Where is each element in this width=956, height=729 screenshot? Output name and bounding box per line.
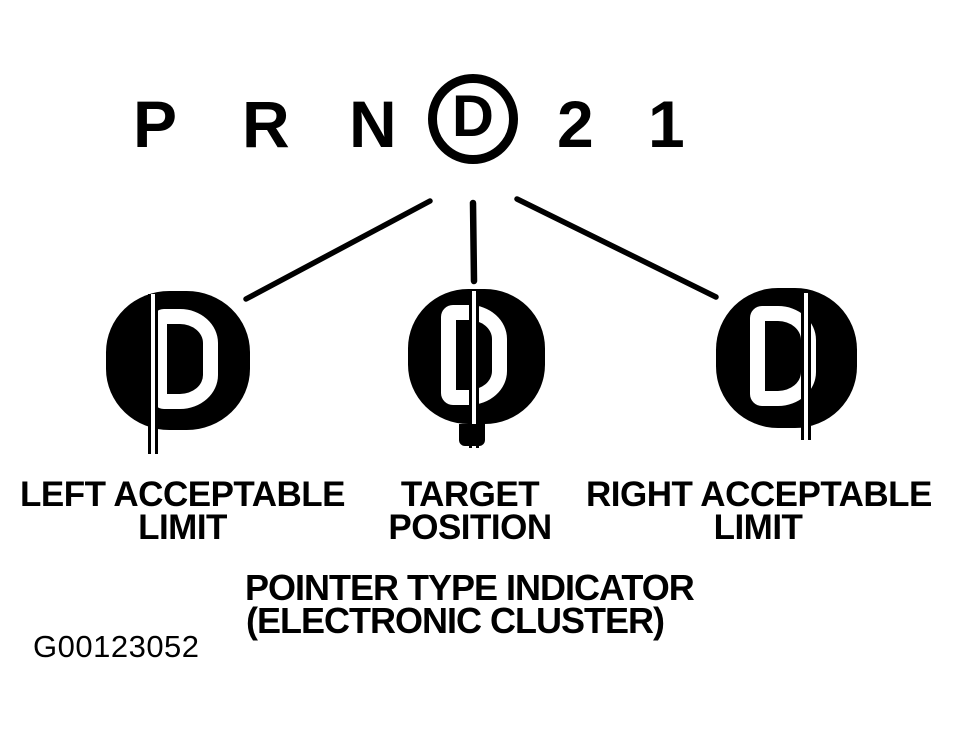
label-left-line2: LIMIT bbox=[138, 508, 227, 547]
leader-line-center bbox=[469, 199, 478, 285]
label-target-position: TARGET POSITION bbox=[385, 475, 555, 547]
gear-letter-r: R bbox=[242, 87, 290, 161]
needle-right-limit bbox=[801, 293, 811, 440]
needle-target bbox=[469, 291, 479, 448]
label-left-line1: LEFT ACCEPTABLE bbox=[20, 475, 345, 514]
gear-letter-d: D bbox=[452, 84, 494, 149]
caption-line2: (ELECTRONIC CLUSTER) bbox=[246, 600, 665, 641]
label-target-line2: POSITION bbox=[388, 508, 552, 547]
gear-letter-2: 2 bbox=[557, 87, 594, 161]
needle-target-hub bbox=[459, 424, 485, 446]
indicator-blob-right bbox=[716, 288, 857, 428]
leader-line-right bbox=[514, 196, 719, 300]
figure-caption: POINTER TYPE INDICATOR (ELECTRONIC CLUST… bbox=[245, 567, 695, 641]
label-right-line1: RIGHT ACCEPTABLE bbox=[586, 475, 932, 514]
gear-letter-1: 1 bbox=[648, 87, 685, 161]
gear-letter-p: P bbox=[133, 87, 178, 161]
label-target-line1: TARGET bbox=[400, 475, 540, 514]
label-left-acceptable-limit: LEFT ACCEPTABLE LIMIT bbox=[20, 475, 345, 547]
leader-line-left bbox=[243, 198, 433, 302]
figure-code: G00123052 bbox=[33, 629, 200, 664]
indicator-d-glyph-left bbox=[152, 309, 218, 409]
label-right-acceptable-limit: RIGHT ACCEPTABLE LIMIT bbox=[586, 475, 932, 547]
indicator-blob-left bbox=[106, 291, 250, 430]
caption-line1: POINTER TYPE INDICATOR bbox=[245, 567, 695, 608]
gear-letter-n: N bbox=[349, 87, 397, 161]
label-right-line2: LIMIT bbox=[713, 508, 803, 547]
needle-left-limit bbox=[148, 294, 158, 454]
drive-position-circle: D bbox=[428, 74, 518, 164]
